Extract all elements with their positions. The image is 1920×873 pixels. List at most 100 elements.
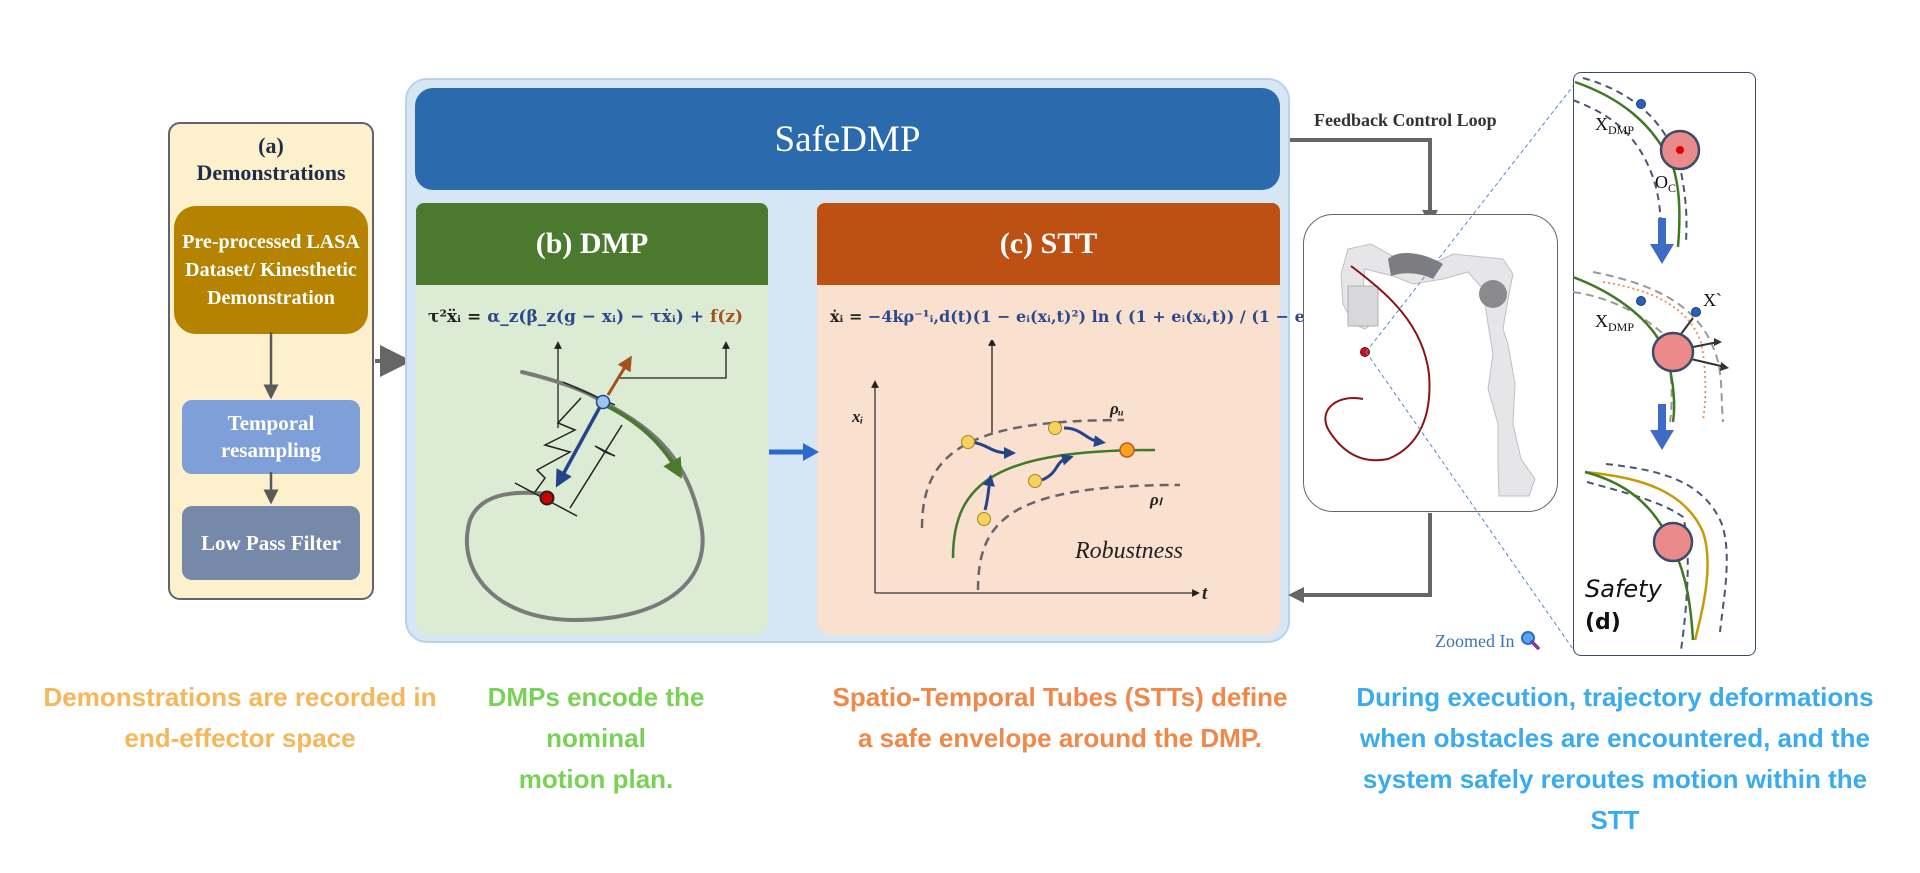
dmp-body bbox=[416, 285, 768, 635]
panel-d-tag: (d) bbox=[1585, 610, 1621, 635]
demonstrations-title: (a) Demonstrations bbox=[170, 132, 372, 186]
feedback-return-arrowhead bbox=[1288, 587, 1304, 603]
down-arrow-1-head bbox=[1650, 244, 1674, 264]
tube-inner-2 bbox=[1573, 291, 1673, 423]
panel-a-tag: (a) bbox=[258, 133, 284, 158]
safety-zoom-illustration: XDMP OC XDMP X` Safety (d) bbox=[1573, 77, 1729, 651]
x-prime-label: X` bbox=[1703, 290, 1722, 310]
demonstrations-panel: (a) Demonstrations Pre-processed LASA Da… bbox=[168, 122, 374, 600]
obstacle-2 bbox=[1651, 331, 1695, 373]
low-pass-filter-label: Low Pass Filter bbox=[201, 530, 341, 555]
zoom-line-bottom bbox=[1365, 351, 1576, 653]
zoom-line-top bbox=[1365, 71, 1585, 353]
robot-arm-illustration bbox=[1324, 243, 1536, 497]
obstacle-3 bbox=[1652, 521, 1694, 563]
stt-title: (c) STT bbox=[999, 227, 1098, 260]
caption-stt: Spatio-Temporal Tubes (STTs) define a sa… bbox=[832, 682, 1288, 753]
dmp-eq-lhs: τ²ẍᵢ bbox=[428, 307, 462, 327]
stt-equation: ẋᵢ = −4kρ⁻¹ᵢ,d(t)(1 − eᵢ(xᵢ,t)²) ln ( (1… bbox=[830, 307, 1371, 326]
upper-bound-label: ρᵤ bbox=[1109, 399, 1124, 418]
correction-arrow-4 bbox=[983, 474, 995, 511]
correction-arrow-2 bbox=[1063, 426, 1106, 448]
sample-state-2 bbox=[1048, 421, 1062, 435]
caption-dmp-line2: nominal bbox=[546, 723, 646, 753]
zoomed-in-text: Zoomed In bbox=[1435, 631, 1515, 651]
stt-body bbox=[817, 285, 1280, 635]
sample-state-3 bbox=[1028, 474, 1042, 488]
tube-outer-2 bbox=[1592, 271, 1724, 423]
goal-marker bbox=[539, 490, 555, 506]
correction-arrow-3 bbox=[1041, 453, 1074, 482]
damper-icon bbox=[569, 424, 623, 509]
dmp-eq-rhs: α_z(β_z(g − xᵢ) − τẋᵢ) + bbox=[487, 307, 711, 327]
lower-bound-label: ρₗ bbox=[1149, 490, 1164, 509]
safe-rerouted-path bbox=[1584, 470, 1709, 641]
robot-end-effector-trajectory bbox=[1324, 265, 1431, 462]
panel-a-heading: Demonstrations bbox=[196, 160, 346, 185]
obstacle-center bbox=[1676, 146, 1684, 154]
dmp-illustration bbox=[464, 341, 730, 623]
caption-demonstrations: Demonstrations are recorded in end-effec… bbox=[43, 682, 437, 753]
repulsion-arrow-3 bbox=[1690, 358, 1726, 368]
safedmp-title: SafeDMP bbox=[774, 118, 921, 160]
y-axis-label: xᵢ bbox=[851, 407, 864, 426]
stt-eq-rhs: −4kρ⁻¹ᵢ,d(t)(1 − eᵢ(xᵢ,t)²) ln ( (1 + eᵢ… bbox=[867, 307, 1371, 326]
down-arrow-1-shaft bbox=[1658, 218, 1666, 246]
tube-outer-3 bbox=[1605, 463, 1728, 633]
preprocessed-dataset-box: Pre-processed LASA Dataset/ Kinesthetic … bbox=[174, 206, 368, 334]
stt-header: (c) STT bbox=[817, 203, 1280, 285]
stt-eq-equals: = bbox=[843, 307, 868, 326]
pointer-forcing-term bbox=[620, 341, 730, 379]
caption-dmp-line1: DMPs encode the bbox=[487, 682, 705, 712]
dmp-header: (b) DMP bbox=[416, 203, 768, 285]
caption-safety: During execution, trajectory deformation… bbox=[1356, 682, 1874, 835]
temporal-resampling-label: Temporal resampling bbox=[221, 411, 321, 462]
dmp-to-stt-arrow bbox=[769, 443, 819, 461]
tube-inner-1 bbox=[1573, 99, 1662, 245]
robot-gripper bbox=[1347, 285, 1379, 327]
obstacle-label: OC bbox=[1655, 172, 1676, 195]
sample-state-4 bbox=[977, 512, 991, 526]
nominal-trajectory bbox=[951, 448, 1156, 559]
x-dmp-label-2: XDMP bbox=[1595, 311, 1634, 334]
caption-dmp-line3: motion plan. bbox=[518, 764, 674, 794]
preprocessed-dataset-label: Pre-processed LASA Dataset/ Kinesthetic … bbox=[182, 231, 360, 309]
safety-label: Safety bbox=[1585, 575, 1663, 603]
feedback-return-line bbox=[1302, 513, 1432, 597]
trajectory-direction-arrow bbox=[606, 404, 682, 479]
lower-bound-curve bbox=[976, 483, 1181, 591]
feedback-loop-label: Feedback Control Loop bbox=[1314, 110, 1497, 130]
x-dmp-point-1 bbox=[1636, 99, 1646, 109]
dmp-eq-equals: = bbox=[461, 307, 488, 327]
forcing-term-arrow bbox=[606, 355, 632, 396]
dmp-equation: τ²ẍᵢ = α_z(β_z(g − xᵢ) − τẋᵢ) + f(z) bbox=[428, 307, 743, 327]
attractor-force-arrow bbox=[555, 404, 603, 488]
down-arrow-2-shaft bbox=[1658, 404, 1666, 432]
caption-dmp: DMPs encode the nominal motion plan. bbox=[440, 677, 752, 800]
robustness-label: Robustness bbox=[1074, 538, 1183, 564]
goal-state bbox=[1119, 442, 1135, 458]
zoomed-in-label: Zoomed In bbox=[1435, 630, 1541, 652]
tube-outer-1 bbox=[1582, 77, 1688, 243]
sample-state-1 bbox=[961, 435, 975, 449]
stt-eq-lhs: ẋᵢ bbox=[830, 307, 844, 326]
x-axis-label: t bbox=[1202, 583, 1208, 604]
robot-joint-dark bbox=[1388, 252, 1443, 279]
correction-arrow-1 bbox=[971, 440, 1016, 459]
temporal-resampling-box: Temporal resampling bbox=[182, 400, 360, 474]
x-dmp-label-1: XDMP bbox=[1595, 114, 1634, 137]
low-pass-filter-box: Low Pass Filter bbox=[182, 506, 360, 580]
feedback-forward-line bbox=[1290, 138, 1432, 212]
repulsion-arrow-2 bbox=[1692, 341, 1719, 348]
robot-elbow-joint bbox=[1479, 280, 1507, 308]
spring-icon bbox=[534, 397, 582, 493]
stt-plot: xᵢ t ρᵤ ρₗ Robustness bbox=[851, 340, 1208, 604]
x-prime-point bbox=[1691, 307, 1701, 317]
safedmp-header: SafeDMP bbox=[415, 88, 1280, 190]
down-arrow-2-head bbox=[1650, 430, 1674, 450]
current-state-marker bbox=[595, 394, 611, 410]
dmp-title: (b) DMP bbox=[535, 227, 649, 260]
deformed-path bbox=[1602, 281, 1707, 421]
